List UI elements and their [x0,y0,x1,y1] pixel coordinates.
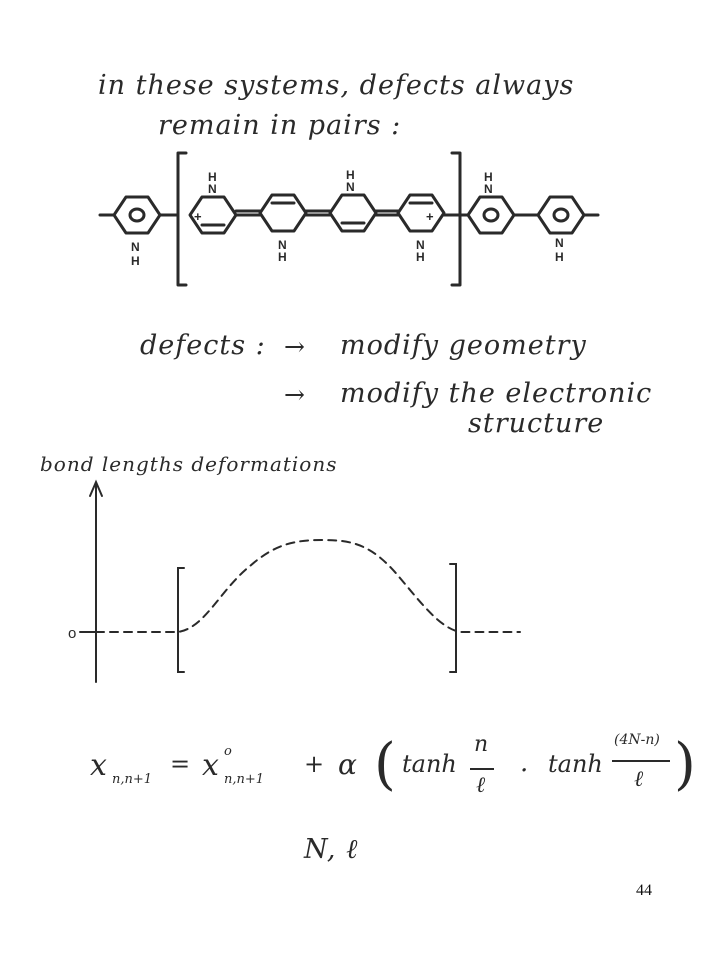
formula-frac2-numerator: (4N-n) [614,732,660,748]
axis-zero-label: o [68,625,76,642]
atom-n-label: N [416,238,425,252]
atom-h-label: H [208,170,217,184]
bullet-modify-electronic: modify the electronic [340,378,653,409]
plot-title: bond lengths deformations [40,452,338,476]
atom-h-label: H [555,250,564,264]
bond-length-deformation-sketch: o [68,479,521,683]
formula-equals: = [170,750,191,778]
formula-x0-superscript: o [224,744,232,759]
formula-tanh-2: tanh [548,750,603,778]
atom-n-label: N [555,236,564,250]
formula-frac2-bar [612,760,670,762]
atom-h-label: H [131,254,140,268]
formula-plus: + [304,750,325,778]
formula-frac1-denominator: ℓ [476,773,486,798]
formula-frac1-bar [470,768,494,770]
formula-lhs-subscript: n,n+1 [112,772,153,787]
atom-n-label: N [208,182,217,196]
formula-open-paren: ( [374,732,396,797]
bond-length-formula: x n,n+1 = x o n,n+1 + α ( tanh n ℓ . tan… [90,732,710,818]
arrow-icon: → [284,380,306,409]
formula-dot: . [520,748,529,778]
heading-line-2: remain in pairs : [158,110,402,141]
bullet-structure-word: structure [468,408,605,439]
formula-alpha: α [338,748,357,781]
atom-n-label: N [346,180,355,194]
atom-h-label: H [278,250,287,264]
atom-n-label: N [131,240,140,254]
plus-charge: + [194,209,202,224]
parameters-label: N, ℓ [304,834,359,865]
defects-label: defects : [140,330,266,361]
formula-tanh-1: tanh [402,750,457,778]
atom-h-label: H [416,250,425,264]
formula-x0-subscript: n,n+1 [224,772,265,787]
heading-line-1: in these systems, defects always [98,70,575,101]
formula-frac1-numerator: n [474,732,489,757]
formula-x0: x [202,748,219,783]
plus-charge: + [426,209,434,224]
formula-lhs: x [90,748,107,783]
formula-close-paren: ) [674,732,696,797]
formula-frac2-denominator: ℓ [634,767,644,792]
atom-h-label: H [484,170,493,184]
arrow-icon: → [284,332,306,361]
atom-n-label: N [278,238,287,252]
bullet-modify-geometry: modify geometry [340,330,587,361]
polypyrrole-structure-diagram: N H H N + N H H N N H + H N N H [98,151,600,287]
page-number: 44 [636,882,652,899]
atom-h-label: H [346,168,355,182]
atom-n-label: N [484,182,493,196]
